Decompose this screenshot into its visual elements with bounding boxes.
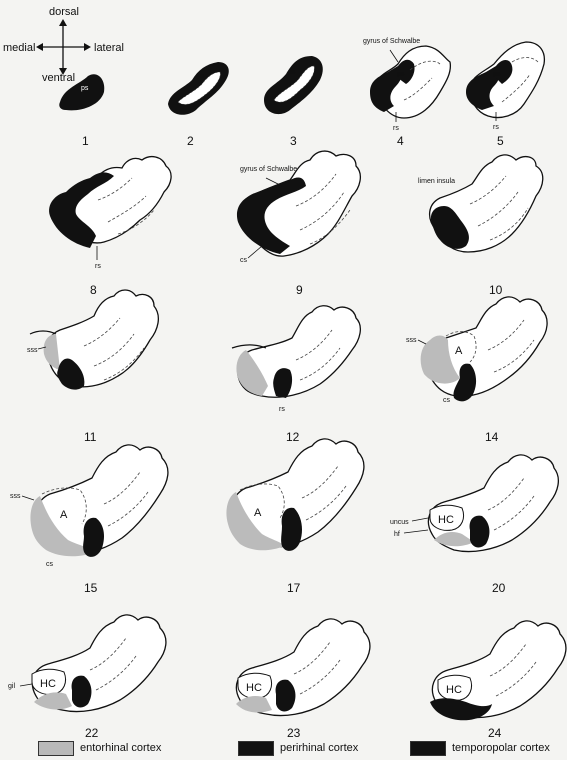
- section-number: 12: [286, 430, 300, 444]
- ps-label: ps: [197, 73, 205, 80]
- temporopolar-swatch: [410, 741, 446, 756]
- orientation-compass: dorsal medial lateral ventral: [3, 6, 124, 84]
- section-10: limen insula 10: [418, 155, 543, 297]
- section-number: 20: [492, 581, 506, 595]
- section-9: gyrus of Schwalbe cs 9: [237, 151, 360, 297]
- section-5: ps rs 5: [466, 42, 544, 148]
- section-number: 5: [497, 134, 504, 148]
- perirhinal-swatch: [238, 741, 274, 756]
- section-17: A 17: [226, 439, 364, 595]
- sss-label: sss: [27, 347, 38, 354]
- legend-label: perirhinal cortex: [280, 742, 358, 754]
- legend-entorhinal: entorhinal cortex: [38, 740, 161, 756]
- dorsal-label: dorsal: [49, 6, 79, 18]
- legend-temporopolar: temporopolar cortex: [410, 740, 550, 756]
- section-number: 8: [90, 283, 97, 297]
- gyrus-of-schwalbe-label: gyrus of Schwalbe: [240, 166, 297, 173]
- rs-label: rs: [493, 124, 499, 131]
- section-number: 4: [397, 134, 404, 148]
- rs-label: rs: [393, 125, 399, 132]
- amygdala-label: A: [455, 345, 463, 357]
- sss-label: sss: [10, 493, 21, 500]
- section-number: 3: [290, 134, 297, 148]
- section-number: 11: [84, 430, 97, 444]
- section-number: 15: [84, 581, 98, 595]
- section-number: 14: [485, 430, 499, 444]
- hf-label: hf: [394, 531, 400, 538]
- rs-label: rs: [95, 263, 101, 270]
- section-number: 2: [187, 134, 194, 148]
- medial-label: medial: [3, 42, 35, 54]
- cs-label: cs: [240, 257, 248, 264]
- sss-label: sss: [406, 337, 417, 344]
- uncus-label: uncus: [390, 519, 409, 526]
- ps-label: ps: [493, 71, 501, 78]
- section-number: 23: [287, 726, 301, 740]
- section-number: 9: [296, 283, 303, 297]
- hippocampus-label: HC: [446, 684, 462, 696]
- limen-insula-label: limen insula: [418, 178, 455, 185]
- section-number: 24: [488, 726, 502, 740]
- section-number: 17: [287, 581, 301, 595]
- section-14: A sss cs 14: [406, 297, 547, 444]
- hippocampus-label: HC: [246, 682, 262, 694]
- section-number: 1: [82, 134, 89, 148]
- section-8: rs 8: [49, 157, 171, 297]
- section-2: ps 2: [168, 62, 229, 148]
- gil-label: gil: [8, 683, 15, 690]
- legend-label: entorhinal cortex: [80, 742, 161, 754]
- amygdala-label: A: [60, 509, 68, 521]
- section-22: HC gil 22: [8, 615, 166, 740]
- section-15: A sss cs 15: [10, 445, 168, 595]
- entorhinal-swatch: [38, 741, 74, 756]
- section-number: 10: [489, 283, 503, 297]
- section-12: rs 12: [232, 306, 360, 444]
- section-4: gyrus of Schwalbe ps rs 4: [363, 38, 450, 148]
- lateral-label: lateral: [94, 42, 124, 54]
- section-number: 22: [85, 726, 99, 740]
- ps-label: ps: [288, 69, 296, 76]
- cs-label: cs: [46, 561, 54, 568]
- cs-label: cs: [443, 397, 451, 404]
- rs-label: rs: [279, 406, 285, 413]
- ventral-label: ventral: [42, 72, 75, 84]
- hippocampus-label: HC: [40, 678, 56, 690]
- section-11: sss 11: [27, 290, 158, 444]
- amygdala-label: A: [254, 507, 262, 519]
- section-3: ps 3: [264, 56, 323, 148]
- gyrus-of-schwalbe-label: gyrus of Schwalbe: [363, 38, 420, 45]
- legend-perirhinal: perirhinal cortex: [238, 740, 358, 756]
- legend-label: temporopolar cortex: [452, 742, 550, 754]
- section-1: ps 1: [59, 74, 104, 148]
- section-24: HC 24: [430, 621, 566, 740]
- section-23: HC 23: [236, 619, 370, 740]
- ps-label: ps: [397, 71, 405, 78]
- ps-label: ps: [81, 85, 89, 92]
- hippocampus-label: HC: [438, 514, 454, 526]
- section-20: HC uncus hf 20: [390, 455, 558, 595]
